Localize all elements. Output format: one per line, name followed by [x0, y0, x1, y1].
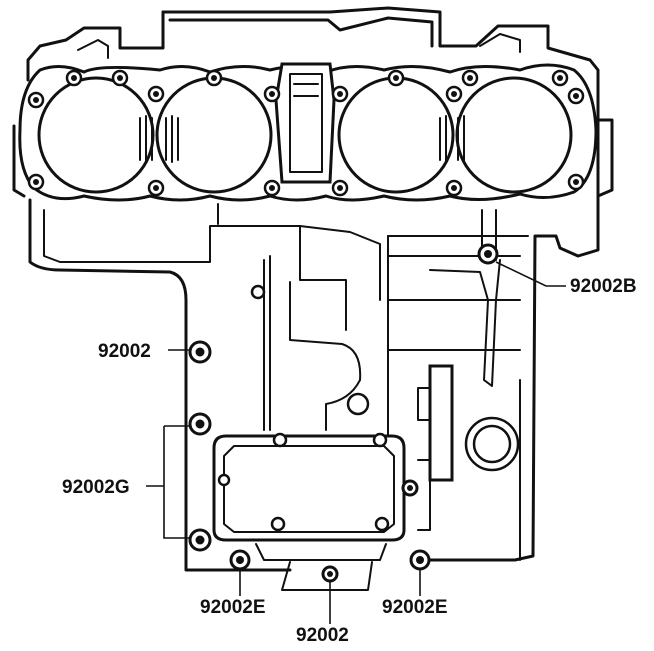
head-bolt-center [337, 185, 343, 191]
head-bolt-center [33, 97, 39, 103]
head-bolt-center [269, 91, 275, 97]
head-bolt-center [467, 75, 473, 81]
head-bolt-center [573, 93, 579, 99]
callout-92002e-left: 92002E [200, 597, 266, 618]
cylinder-deck [18, 62, 598, 202]
upper-case-outline [12, 6, 614, 562]
head-bolt-center [393, 75, 399, 81]
callout-92002e-right: 92002E [382, 597, 448, 618]
callout-92002-bottom: 92002 [296, 625, 349, 646]
leader-lines [146, 261, 566, 624]
head-bolt-center [557, 75, 563, 81]
head-bolt-center [211, 75, 217, 81]
head-bolt-center [573, 179, 579, 185]
callout-92002g: 92002G [62, 477, 130, 498]
head-bolt-center [71, 75, 77, 81]
cylinder-bore-1 [37, 76, 155, 194]
callout-92002-left: 92002 [98, 341, 151, 362]
callout-92002b: 92002B [570, 276, 637, 297]
drain-plugs [188, 243, 499, 583]
head-bolt-holes [27, 69, 585, 197]
cam-chain-tunnel [274, 62, 336, 184]
cylinder-bore-4 [455, 76, 573, 194]
head-bolt-center [269, 185, 275, 191]
head-bolt-center [153, 91, 159, 97]
head-bolt-center [451, 185, 457, 191]
head-bolt-center [153, 185, 159, 191]
head-bolt-center [33, 179, 39, 185]
lower-case-body [28, 198, 529, 572]
oil-pan-flange [212, 432, 406, 591]
head-bolt-center [451, 91, 457, 97]
head-bolt-center [117, 75, 123, 81]
callout-labels: 92002B 92002 92002G 92002E 92002 92002E [62, 276, 637, 646]
cylinder-bore-2 [155, 76, 273, 194]
cylinder-bore-3 [337, 76, 455, 194]
head-bolt-center [337, 91, 343, 97]
